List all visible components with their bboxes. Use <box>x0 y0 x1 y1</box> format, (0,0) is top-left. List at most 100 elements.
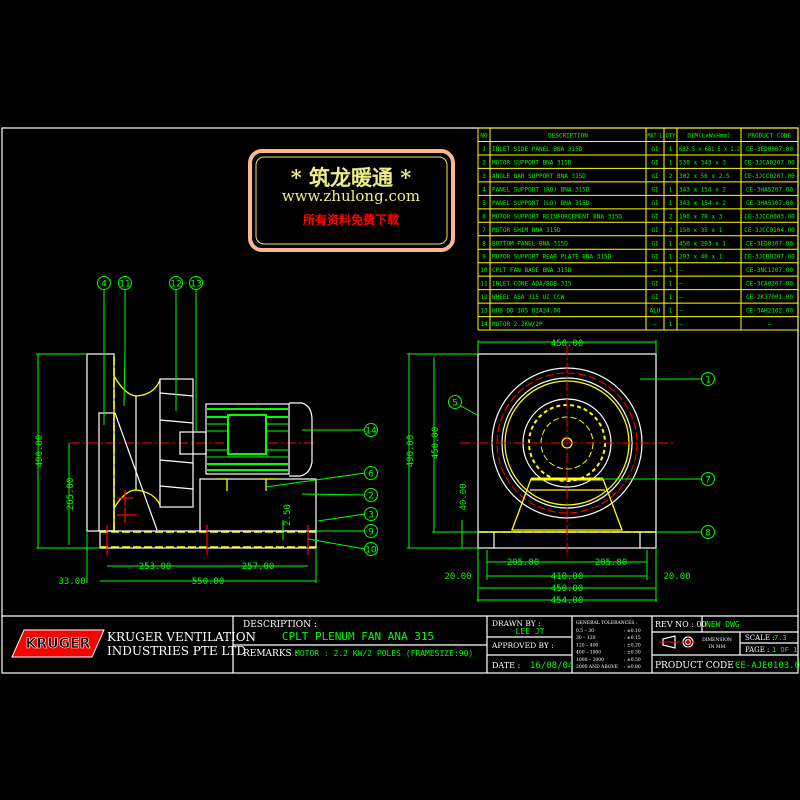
balloon-number: 13 <box>190 280 201 290</box>
table-cell: 5 <box>482 200 486 207</box>
table-cell: CE-2K37001.00 <box>746 294 793 301</box>
rev-status: NEW DWG <box>706 620 740 629</box>
product-code-value: CE-AJE0103.00 <box>735 661 800 671</box>
drawing-frame <box>1 127 799 674</box>
page-value: 1 OF 1 <box>772 646 797 654</box>
description-value: CPLT PLENUM FAN ANA 315 <box>282 630 434 643</box>
table-cell: GI <box>651 200 659 207</box>
balloon <box>364 488 378 502</box>
balloon-number: 11 <box>119 280 130 290</box>
table-cell: MOTOR SHIM BNA 315D <box>492 227 561 234</box>
balloon-number: 7 <box>705 476 711 486</box>
balloon-number: 8 <box>705 529 711 539</box>
table-cell: 1 <box>669 254 673 261</box>
table-header-cell: NO <box>480 133 488 140</box>
balloon-number: 2 <box>368 492 374 502</box>
table-cell: MOTOR 2.2KW/2P <box>492 321 543 328</box>
drawn-by-label: DRAWN BY : <box>492 619 541 628</box>
table-cell: CE-3NC1207.00 <box>746 267 793 274</box>
table-cell: 302 x 56 x 2.5 <box>679 173 730 180</box>
product-code-label: PRODUCT CODE : <box>655 661 740 671</box>
table-cell: 9 <box>482 254 486 261</box>
table-header-cell: PRODUCT CODE <box>748 133 792 140</box>
dim-shim: 2.50 <box>283 504 293 526</box>
table-cell: 1 <box>669 281 673 288</box>
balloon-number: 5 <box>452 399 458 409</box>
table-cell: CE-3CA0207.00 <box>746 281 793 288</box>
remarks-label: REMARKS : <box>243 649 298 659</box>
table-cell: GI <box>651 146 659 153</box>
table-cell: CE-3ED0107.00 <box>746 240 793 247</box>
dim-span: 410.00 <box>551 572 584 582</box>
tolerance-value: : ±0.80 <box>624 664 641 670</box>
tolerance-range: 30 – 120 <box>576 635 596 641</box>
balloon-number: 12 <box>170 280 181 290</box>
table-cell: 11 <box>480 281 488 288</box>
dim-overall: 454.00 <box>551 596 584 606</box>
balloon <box>364 524 378 538</box>
front-balloons: 5 1 7 8 <box>448 372 715 539</box>
side-view: 490.00 265.00 2.50 253.00 257.00 33.00 5… <box>35 276 378 587</box>
table-cell: – <box>768 321 772 328</box>
table-header-cell: QTY <box>666 133 676 140</box>
table-cell: – <box>679 294 683 301</box>
balloon-number: 1 <box>705 376 711 386</box>
table-cell: 1 <box>669 146 673 153</box>
table-cell: CE-3HA5107.00 <box>746 200 793 207</box>
table-cell: PANEL SUPPORT (LO) BNA 315D <box>492 200 590 207</box>
tolerance-value: : ±0.20 <box>624 642 641 648</box>
balloon <box>364 423 378 437</box>
table-header-cell: DIM(LxWxHmm) <box>687 133 730 140</box>
table-cell: BOTTOM PANEL BNA 315D <box>492 240 568 247</box>
table-cell: CE-3JCC0003.00 <box>744 213 795 220</box>
table-cell: 14 <box>480 321 488 328</box>
dim-half-right: 205.00 <box>595 558 628 568</box>
table-cell: 1 <box>482 146 486 153</box>
balloon <box>448 395 462 409</box>
table-cell: 1 <box>669 240 673 247</box>
front-view: 450.00 490.00 450.00 40.00 205.00 205.00… <box>406 339 715 606</box>
balloon <box>364 507 378 521</box>
balloon-number: 3 <box>368 511 374 521</box>
table-cell: MOTOR SUPPORT REAR PLATE BNA 315D <box>492 254 612 261</box>
motor-body <box>205 403 290 475</box>
logo-text: KRUGER <box>26 636 91 652</box>
leader-line <box>301 493 366 496</box>
balloon <box>364 466 378 480</box>
drawn-by-value: LEE JT <box>516 627 545 636</box>
leader-line <box>317 513 366 522</box>
company-line-2: INDUSTRIES PTE LTD <box>107 644 246 658</box>
date-label: DATE : <box>492 661 520 670</box>
table-cell: CE-3HA5207.00 <box>746 186 793 193</box>
dim-right: 257.00 <box>242 562 275 572</box>
title-block: KRUGER KRUGER VENTILATION INDUSTRIES PTE… <box>2 615 800 673</box>
table-cell: CE-3JCB0207.00 <box>744 254 795 261</box>
table-cell: – <box>653 321 657 328</box>
table-cell: 7 <box>482 227 486 234</box>
tolerance-value: : ±0.15 <box>624 635 641 641</box>
table-cell: HUB DD 105 DIA24.00 <box>492 308 561 315</box>
table-cell: 1 <box>669 159 673 166</box>
table-cell: 343 x 154 x 2 <box>679 186 726 193</box>
table-cell: CE-3JCC0207.00 <box>744 173 795 180</box>
page-label: PAGE : <box>745 646 769 654</box>
dim-length: 550.00 <box>192 577 225 587</box>
tolerance-range: 2000 AND ABOVE <box>576 664 618 670</box>
balloon-number: 4 <box>101 280 107 290</box>
table-cell: 3 <box>482 173 486 180</box>
table-cell: WHEEL ASA 315 UI CCW <box>492 294 565 301</box>
table-header-cell: MAT'L <box>648 133 663 140</box>
tolerance-value: : ±0.10 <box>624 628 641 634</box>
table-cell: 343 x 154 x 2 <box>679 200 726 207</box>
balloon <box>701 525 715 539</box>
table-cell: ALU <box>650 308 661 315</box>
watermark: * 筑龙暖通 * www.zhulong.com 所有资料免费下载 <box>248 149 455 252</box>
table-cell: CE-3ED0007.00 <box>746 146 793 153</box>
table-cell: GI <box>651 213 659 220</box>
table-cell: 1 <box>669 308 673 315</box>
balloon-number: 14 <box>365 427 377 437</box>
dimension-note-1: DIMENSION <box>702 637 732 643</box>
description-label: DESCRIPTION : <box>243 620 317 630</box>
fan-base <box>99 530 317 549</box>
